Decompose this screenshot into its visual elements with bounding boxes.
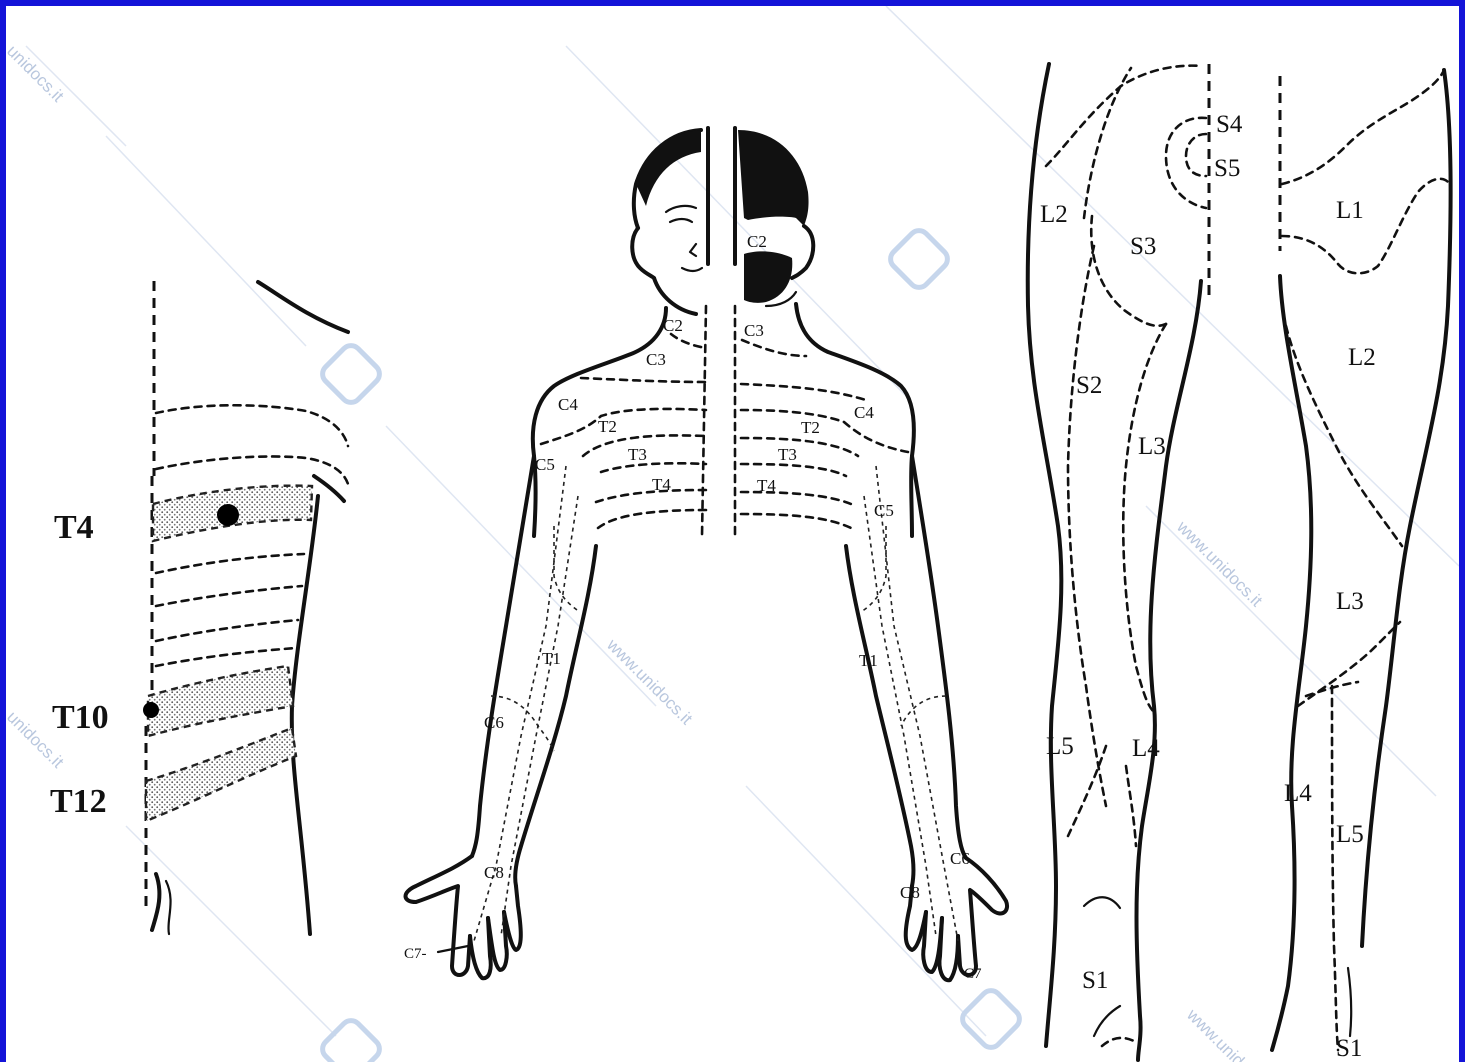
label-s1-anterior: S1 <box>1336 1035 1362 1062</box>
label-l2-anterior: L2 <box>1348 344 1376 371</box>
dermatome-figure: unidocs.it www.unidocs.it www.unidocs.it… <box>6 6 1459 1062</box>
label-l3-posterior: L3 <box>1138 433 1166 460</box>
label-c6-left: C6 <box>484 713 504 732</box>
label-l5-anterior: L5 <box>1336 821 1364 848</box>
label-t12: T12 <box>50 783 107 820</box>
label-t1-right: T1 <box>859 651 878 670</box>
watermark-logo-icon <box>318 226 1023 1062</box>
label-c4-right: C4 <box>854 403 874 422</box>
label-l4-anterior: L4 <box>1284 780 1312 807</box>
label-l5-posterior: L5 <box>1046 733 1074 760</box>
label-c3-neck: C3 <box>744 321 764 340</box>
label-s1-posterior: S1 <box>1082 967 1108 994</box>
label-c6-right: C6 <box>950 849 970 868</box>
label-l1: L1 <box>1336 197 1364 224</box>
label-t2-left: T2 <box>598 417 617 436</box>
label-l3-anterior: L3 <box>1336 588 1364 615</box>
watermark: unidocs.it www.unidocs.it www.unidocs.it… <box>6 6 1459 1062</box>
label-s5: S5 <box>1214 155 1240 182</box>
label-t4-left: T4 <box>652 475 671 494</box>
label-c2-neck: C2 <box>663 316 683 335</box>
label-s3: S3 <box>1130 233 1156 260</box>
label-t2-right: T2 <box>801 418 820 437</box>
label-c3-left: C3 <box>646 350 666 369</box>
label-c5-right: C5 <box>874 501 894 520</box>
label-t4-right: T4 <box>757 476 776 495</box>
label-l4-posterior: L4 <box>1132 735 1160 762</box>
watermark-text: www.unidocs.it <box>1172 517 1266 611</box>
label-t3-left: T3 <box>628 445 647 464</box>
label-t10: T10 <box>52 699 109 736</box>
watermark-text: unidocs.it <box>6 41 68 105</box>
watermark-text: www.unidocs.it <box>1182 1005 1276 1062</box>
upper-body-panel: C2 C2 C3 C3 C4 C4 T2 T2 T3 T3 C5 T4 T4 C… <box>404 128 1007 982</box>
label-c8-right: C8 <box>900 883 920 902</box>
label-s2: S2 <box>1076 372 1102 399</box>
label-s4: S4 <box>1216 111 1243 138</box>
label-c7-left: C7- <box>404 946 427 962</box>
label-t4: T4 <box>54 509 94 546</box>
chest-panel: T4 T10 T12 <box>50 281 348 934</box>
label-t3-right: T3 <box>778 445 797 464</box>
watermark-text: www.unidocs.it <box>602 635 696 729</box>
label-t1-left: T1 <box>542 649 561 668</box>
leg-anterior-panel: L1 L2 L3 L4 L5 S1 <box>1272 70 1451 1062</box>
label-c8-left: C8 <box>484 863 504 882</box>
dermatome-diagram: unidocs.it www.unidocs.it www.unidocs.it… <box>6 6 1459 1062</box>
label-l2-posterior: L2 <box>1040 201 1068 228</box>
label-c4-left: C4 <box>558 395 578 414</box>
label-c7-right: C7 <box>964 966 982 982</box>
label-c5-left: C5 <box>535 455 555 474</box>
label-c2-face: C2 <box>747 232 767 251</box>
